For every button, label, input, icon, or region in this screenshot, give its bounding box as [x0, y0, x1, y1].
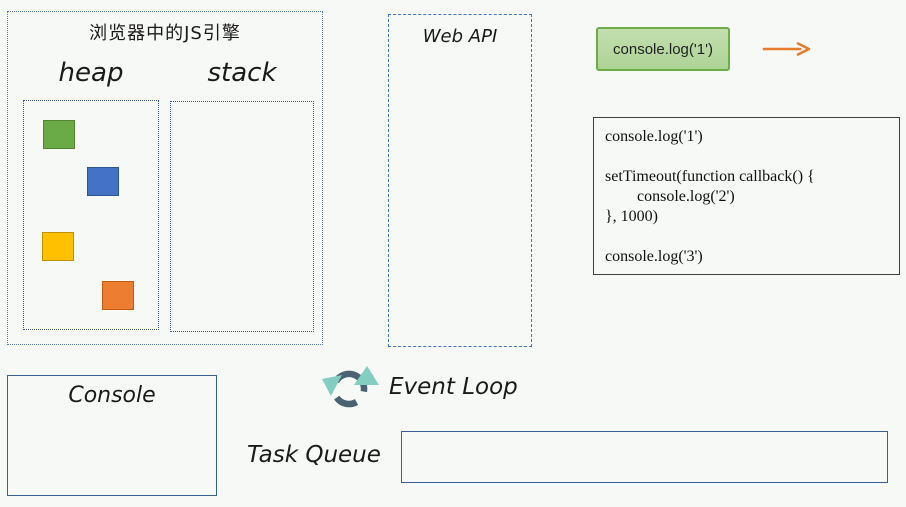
code-line: console.log('1') — [605, 128, 703, 145]
executing-call-button[interactable]: console.log('1') — [596, 27, 730, 71]
console-box — [7, 375, 217, 496]
console-title: Console — [68, 383, 156, 408]
heap-object-yellow — [42, 232, 74, 261]
task-queue-label: Task Queue — [247, 442, 381, 468]
event-loop-sync-icon — [322, 366, 379, 408]
heap-box — [23, 100, 159, 330]
heap-object-green — [43, 120, 75, 149]
event-loop-label: Event Loop — [389, 374, 518, 400]
code-snippet-box: console.log('1') setTimeout(function cal… — [593, 117, 900, 275]
heap-object-orange — [102, 281, 134, 310]
right-arrow-icon — [762, 42, 811, 56]
code-line: console.log('2') — [605, 188, 735, 205]
task-queue-box — [401, 431, 888, 483]
code-line — [605, 227, 895, 247]
code-line: setTimeout(function callback() { — [605, 168, 815, 185]
heap-label: heap — [58, 58, 124, 88]
stack-box — [170, 101, 314, 332]
heap-object-blue — [87, 167, 119, 196]
js-engine-box — [7, 11, 323, 345]
web-api-title: Web API — [422, 26, 498, 47]
js-engine-title: 浏览器中的JS引擎 — [89, 23, 241, 44]
code-line — [605, 147, 895, 167]
stack-label: stack — [207, 58, 277, 88]
code-line: }, 1000) — [605, 208, 659, 225]
web-api-box — [388, 14, 532, 347]
code-line: console.log('3') — [605, 248, 703, 265]
